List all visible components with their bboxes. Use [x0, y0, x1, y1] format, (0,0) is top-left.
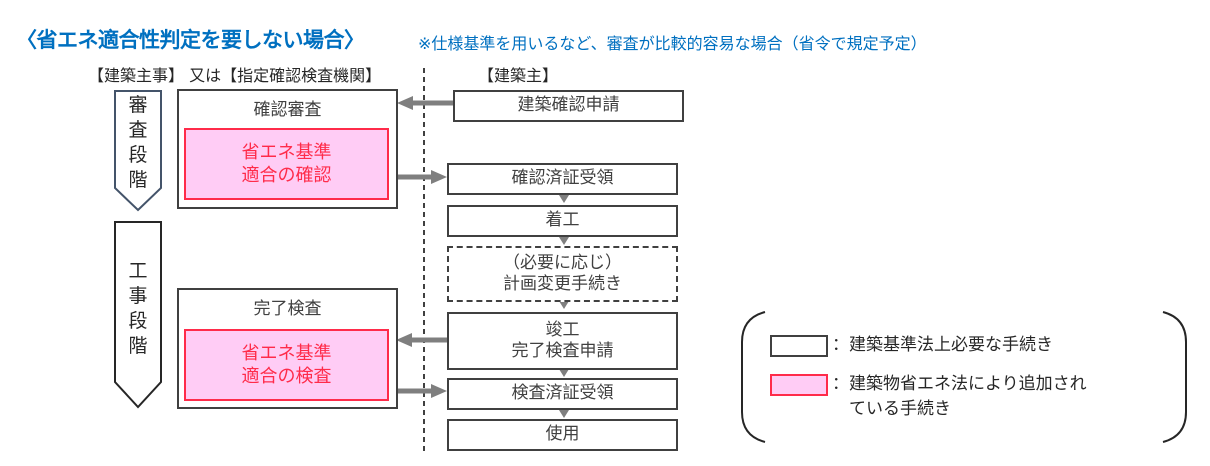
step-label: 着工	[545, 210, 580, 231]
step-label: 検査済証受領	[511, 383, 614, 404]
arrow-review-to-certificate	[397, 170, 447, 184]
stage-review-char: 段	[128, 144, 148, 166]
stage-review-char: 査	[128, 119, 148, 141]
energy-confirmation-line: 省エネ基準	[241, 141, 332, 163]
stage-construction-char: 階	[128, 335, 148, 357]
energy-standard-inspection: 省エネ基準 適合の検査	[184, 329, 389, 401]
energy-confirmation-line: 適合の確認	[241, 165, 332, 186]
authority-box-inspection: 完了検査 省エネ基準 適合の検査	[177, 288, 398, 409]
legend-label-energy-law-line1: ：建築物省エネ法により追加され	[832, 374, 1087, 394]
step-label: 完了検査申請	[511, 341, 614, 361]
diagram-title: 〈省エネ適合性判定を要しない場合〉	[16, 28, 365, 52]
flow-arrow-1	[559, 195, 569, 203]
stage-construction-char: 工	[128, 260, 148, 282]
step-label: （必要に応じ）	[503, 252, 622, 273]
energy-inspection-line: 省エネ基準	[241, 342, 332, 364]
step-construction-start: 着工	[447, 205, 678, 237]
step-inspection-certificate-receipt: 検査済証受領	[447, 378, 678, 410]
stage-arrow-review	[114, 90, 162, 212]
flow-arrow-5	[559, 410, 569, 418]
arrow-completion-to-inspection	[396, 333, 449, 347]
step-building-confirmation-application: 建築確認申請	[453, 90, 684, 122]
column-header-owner: 【建築主】	[478, 66, 559, 85]
flow-arrow-2	[559, 237, 569, 245]
arrow-inspection-to-certificate	[397, 384, 447, 398]
stage-review: 審 査 段 階	[115, 93, 161, 193]
step-plan-change: （必要に応じ） 計画変更手続き	[447, 246, 678, 302]
energy-standard-confirmation: 省エネ基準 適合の確認	[184, 128, 389, 200]
step-label: 建築確認申請	[517, 95, 620, 116]
stage-construction-char: 事	[128, 285, 148, 307]
stage-arrow-construction	[114, 221, 162, 409]
step-label: 使用	[545, 424, 580, 445]
stage-review-char: 階	[128, 169, 148, 191]
legend-label-energy-law-line2: ている手続き	[832, 399, 951, 419]
arrow-application-to-review	[397, 96, 453, 110]
column-header-authority: 【建築主事】 又は【指定確認検査機関】	[88, 66, 382, 85]
stage-construction: 工 事 段 階	[115, 259, 161, 359]
legend-swatch-pink	[770, 374, 828, 396]
stage-review-char: 審	[128, 94, 148, 116]
flow-arrow-4	[559, 369, 569, 377]
step-label: 確認済証受領	[511, 168, 614, 189]
legend-swatch-white	[770, 335, 828, 357]
legend-label-building-standard: ：建築基準法上必要な手続き	[832, 335, 1053, 355]
legend-bracket-right	[1162, 311, 1187, 443]
step-use: 使用	[447, 419, 678, 451]
flow-arrow-3	[559, 301, 569, 309]
step-label: 計画変更手続き	[503, 274, 622, 294]
step-confirmation-certificate-receipt: 確認済証受領	[447, 163, 678, 195]
legend-bracket-left	[741, 311, 766, 443]
step-label: 竣工	[545, 319, 580, 340]
authority-box-review: 確認審査 省エネ基準 適合の確認	[177, 89, 398, 209]
step-completion-inspection-application: 竣工 完了検査申請	[447, 312, 678, 370]
diagram-note: ※仕様基準を用いるなど、審査が比較的容易な場合（省令で規定予定）	[418, 34, 927, 53]
stage-construction-char: 段	[128, 310, 148, 332]
energy-inspection-line: 適合の検査	[241, 366, 332, 387]
authority-box-inspection-label: 完了検査	[253, 299, 322, 319]
authority-box-review-label: 確認審査	[253, 100, 322, 120]
